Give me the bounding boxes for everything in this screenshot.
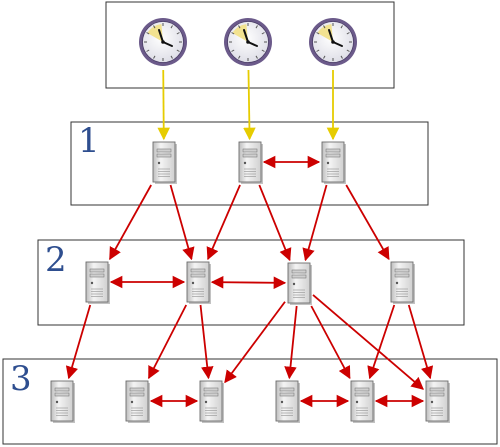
sync-arrow-s2c-s3d — [284, 305, 298, 380]
sync-arrow-s1b-s2c — [258, 184, 292, 262]
sync-arrow-s2d-s3f — [407, 304, 434, 380]
server-icon — [275, 380, 300, 423]
tier-3-label: 3 — [10, 359, 32, 399]
server-icon — [125, 380, 150, 423]
server-icon — [85, 261, 110, 304]
server-icon — [425, 380, 450, 423]
sync-arrow-s2b-s3c — [199, 304, 214, 380]
sync-arrow-s2b-s3b — [147, 304, 188, 380]
tier-1-label: 1 — [78, 121, 100, 161]
reference-arrow-clock-b-s1b — [243, 69, 256, 141]
server-icon — [238, 141, 263, 184]
sync-arrow-s1c-s2d — [345, 184, 390, 261]
server-icon — [390, 261, 415, 304]
sync-arrow-s1c-s2c — [302, 184, 328, 262]
reference-arrow-clock-a-s1a — [157, 69, 171, 141]
tier-2-label: 2 — [45, 240, 67, 280]
clock-icon — [224, 18, 272, 66]
server-icon — [152, 141, 177, 184]
peer-arrow-s2b-s2c — [210, 275, 287, 290]
sync-arrow-s1a-s2a — [109, 184, 152, 261]
nodes — [50, 18, 450, 423]
sync-arrow-s2d-s3e — [367, 304, 396, 380]
sync-arrow-s2c-s3f — [312, 294, 424, 390]
server-icon — [321, 141, 346, 184]
sync-arrow-s2c-s3e — [310, 305, 351, 380]
server-icon — [287, 262, 312, 305]
server-icon — [350, 380, 375, 423]
sync-arrow-s1a-s2b — [169, 184, 195, 261]
server-icon — [199, 380, 224, 423]
clock-icon — [309, 18, 357, 66]
edges — [65, 69, 434, 408]
server-icon — [50, 380, 75, 423]
sync-arrow-s2c-s3c — [224, 301, 286, 384]
sync-arrow-s1b-s2b — [206, 184, 241, 261]
server-icon — [186, 261, 211, 304]
sync-arrow-s2a-s3a — [65, 304, 92, 380]
clock-icon — [139, 18, 187, 66]
